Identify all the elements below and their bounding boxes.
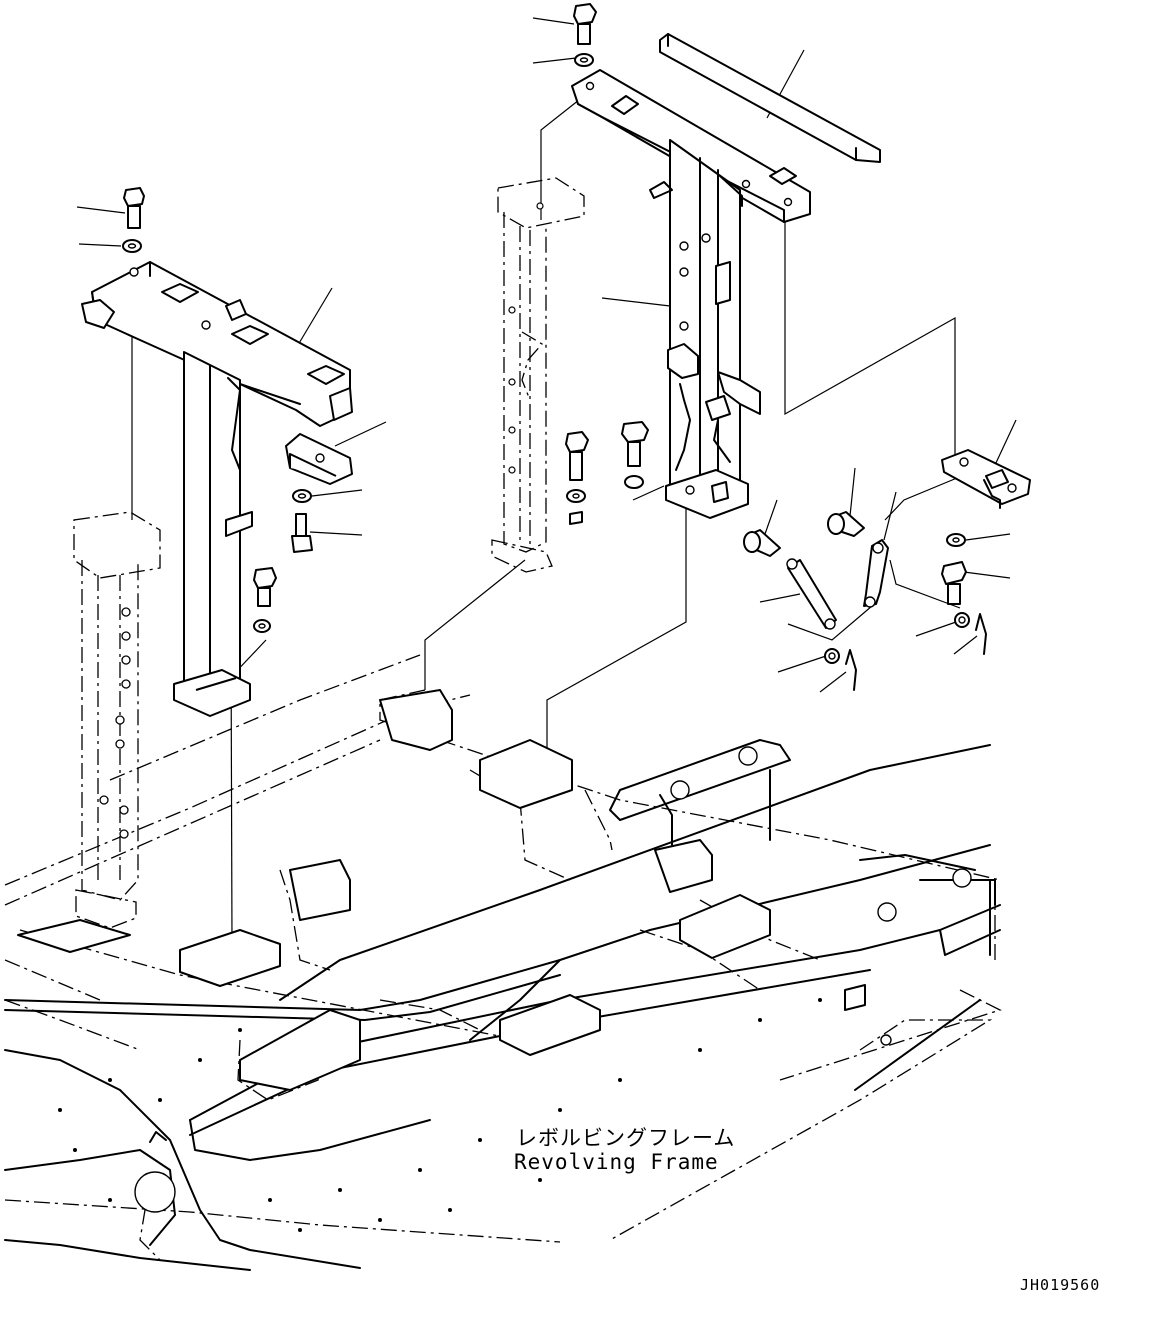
right-column-part — [571, 3, 881, 519]
center-fasteners — [565, 421, 649, 525]
revolving-frame — [4, 654, 1002, 1271]
left-column-part — [81, 261, 353, 717]
left-fasteners — [122, 187, 313, 633]
frame-rivets — [58, 998, 822, 1232]
drawing-id: JH019560 — [1020, 1276, 1101, 1294]
right-small-parts — [743, 449, 1031, 691]
frame-label-english: Revolving Frame — [514, 1150, 719, 1174]
center-column-installed — [491, 177, 585, 573]
frame-label-japanese: レボルビングフレーム — [516, 1126, 736, 1150]
left-column-installed — [73, 511, 161, 929]
leader-lines — [76, 17, 1017, 945]
